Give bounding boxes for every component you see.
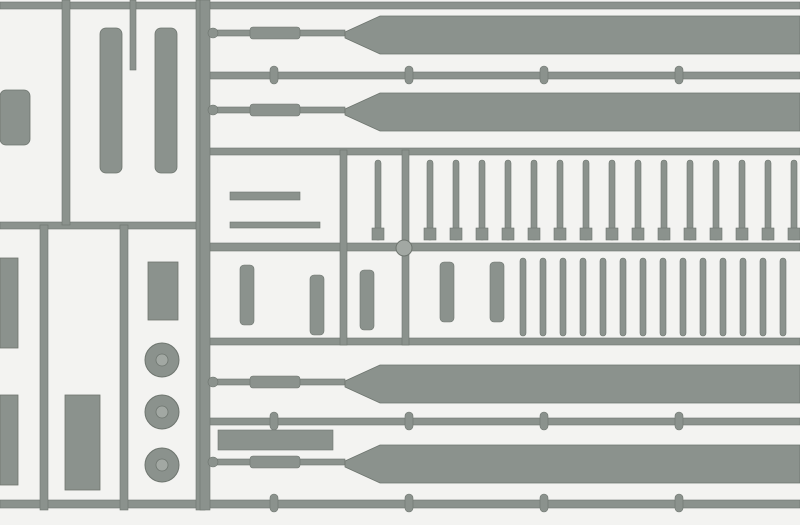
side-panel-part: [0, 257, 19, 349]
gate: [404, 411, 414, 431]
blade-hub-pin: [207, 27, 219, 39]
lower-rod-part: [579, 257, 587, 337]
lower-rod-part: [619, 257, 627, 337]
horizontal-runner: [204, 417, 800, 426]
rod-foot: [657, 227, 671, 241]
linkage-bar-part: [229, 191, 301, 201]
rod-foot: [605, 227, 619, 241]
rotor-blade: [344, 92, 800, 132]
lower-rod-part: [779, 257, 787, 337]
gate: [539, 411, 549, 431]
tall-panel-part: [154, 27, 178, 174]
wheel-hub: [155, 405, 169, 419]
rotor-blade: [344, 444, 800, 484]
gate: [674, 65, 684, 85]
lower-rod-part: [679, 257, 687, 337]
box-part: [147, 261, 179, 321]
horizontal-runner: [0, 221, 206, 230]
blade-hub-pin: [207, 104, 219, 116]
side-panel-part: [0, 394, 19, 486]
lower-small-part: [489, 261, 505, 323]
lower-rod-part: [639, 257, 647, 337]
lower-rod-part: [519, 257, 527, 337]
lower-rod-part: [599, 257, 607, 337]
rod-foot: [631, 227, 645, 241]
rod-foot: [735, 227, 749, 241]
rod-foot: [553, 227, 567, 241]
rod-foot: [371, 227, 385, 241]
rod-foot: [787, 227, 800, 241]
rod-foot: [527, 227, 541, 241]
vertical-runner: [39, 224, 49, 511]
blade-cuff: [249, 103, 301, 117]
gate: [404, 65, 414, 85]
vertical-runner: [199, 0, 211, 511]
rotor-blades: [207, 15, 800, 484]
lower-rod-part: [539, 257, 547, 337]
horizontal-runner: [204, 242, 800, 252]
rod-foot: [475, 227, 489, 241]
vertical-runner: [119, 224, 129, 511]
wheel-hub: [155, 458, 169, 472]
lower-rod-part: [739, 257, 747, 337]
wheel-hub: [155, 353, 169, 367]
lower-rod-part: [559, 257, 567, 337]
rod-foot: [501, 227, 515, 241]
vertical-runner: [129, 0, 137, 71]
rotor-blade: [344, 364, 800, 404]
lower-small-part: [309, 274, 325, 336]
gate: [269, 411, 279, 431]
grille-part: [64, 394, 101, 491]
rod-foot: [683, 227, 697, 241]
gate: [539, 493, 549, 513]
horizontal-runner: [204, 337, 800, 346]
horizontal-runner: [204, 71, 800, 80]
blade-cuff: [249, 455, 301, 469]
seat-part: [0, 89, 31, 146]
gate: [539, 65, 549, 85]
lower-rod-part: [719, 257, 727, 337]
blade-cuff: [249, 26, 301, 40]
blade-hub-pin: [207, 376, 219, 388]
rod-foot: [579, 227, 593, 241]
linkage-bar-part: [229, 221, 321, 229]
gate: [269, 65, 279, 85]
sprue-frame: [0, 0, 800, 513]
horizontal-runner: [0, 499, 800, 509]
rod-foot: [709, 227, 723, 241]
horizontal-runner: [0, 1, 800, 10]
tall-panel-part: [99, 27, 123, 174]
vertical-runner: [61, 0, 71, 226]
lower-small-part: [439, 261, 455, 323]
rod-foot: [761, 227, 775, 241]
gate: [404, 493, 414, 513]
blade-cuff: [249, 375, 301, 389]
vertical-runner: [339, 149, 348, 346]
lower-rod-part: [659, 257, 667, 337]
lower-rod-part: [699, 257, 707, 337]
runner-junction: [395, 239, 413, 257]
horizontal-runner: [204, 147, 800, 156]
flat-panel-part: [217, 429, 334, 451]
lower-small-part: [359, 269, 375, 331]
blade-hub-pin: [207, 456, 219, 468]
gate: [674, 493, 684, 513]
small-parts: [0, 27, 800, 491]
lower-rod-part: [759, 257, 767, 337]
rotor-blade: [344, 15, 800, 55]
lower-small-part: [239, 264, 255, 326]
gate: [674, 411, 684, 431]
gate: [269, 493, 279, 513]
rod-foot: [449, 227, 463, 241]
rod-foot: [423, 227, 437, 241]
